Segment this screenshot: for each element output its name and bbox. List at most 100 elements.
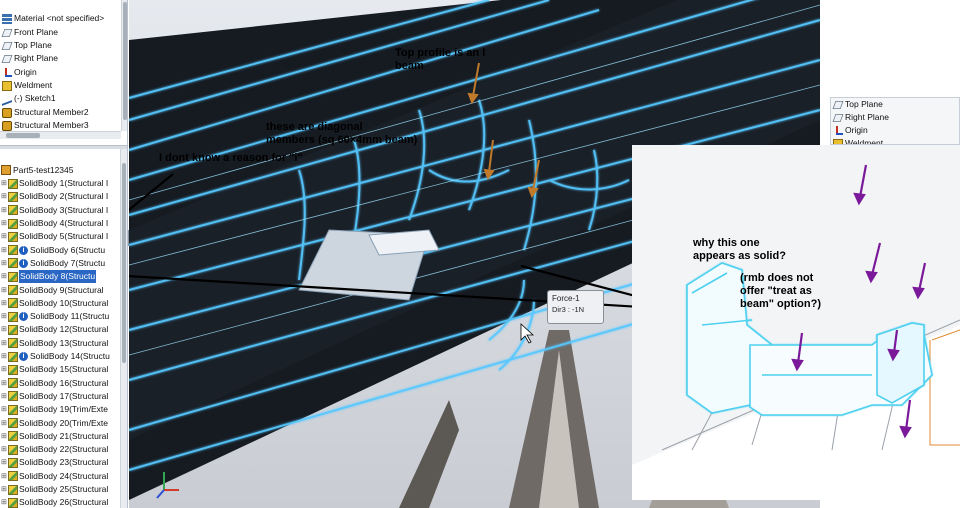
tree-row-solid-body[interactable]: ⊞SolidBody 26(Structural — [0, 496, 121, 508]
force-callout[interactable]: Force-1 Dir3 : -1N — [547, 290, 604, 324]
tree-top-vertical-scrollbar[interactable] — [121, 0, 127, 131]
tree-row-solid-body[interactable]: ⊞SolidBody 4(Structural I — [0, 217, 121, 230]
mini-tree-item-origin[interactable]: Origin — [833, 124, 868, 137]
expand-icon[interactable]: ⊞ — [1, 259, 7, 267]
mouse-cursor-icon — [520, 323, 535, 344]
tree-row-solid-body[interactable]: ⊞SolidBody 5(Structural I — [0, 230, 121, 243]
expand-icon[interactable]: ⊞ — [1, 499, 7, 507]
tree-item-top-plane[interactable]: Top Plane — [1, 39, 52, 52]
tree-row-solid-body[interactable]: ⊞SolidBody 22(Structural — [0, 443, 121, 456]
tree-item-label: Origin — [14, 67, 37, 77]
expand-icon[interactable]: ⊞ — [1, 313, 7, 321]
expand-icon[interactable]: ⊞ — [1, 419, 7, 427]
tree-row-solid-body[interactable]: ⊞SolidBody 3(Structural I — [0, 204, 121, 217]
expand-icon[interactable]: ⊞ — [1, 233, 7, 241]
annotation-line: appears as solid? — [693, 250, 786, 262]
force-callout-direction: Dir3 : -1N — [552, 305, 585, 314]
expand-icon[interactable]: ⊞ — [1, 339, 7, 347]
expand-icon[interactable]: ⊞ — [1, 246, 7, 254]
solid-body-icon — [8, 444, 18, 455]
tree-item-label: Weldment — [14, 80, 53, 90]
tree-row-solid-body[interactable]: ⊞SolidBody 21(Structural — [0, 430, 121, 443]
solid-body-icon — [8, 271, 18, 282]
solid-body-icon — [8, 258, 18, 269]
expand-icon[interactable]: ⊞ — [1, 472, 7, 480]
part-icon — [1, 165, 11, 175]
expand-icon[interactable]: ⊞ — [1, 353, 7, 361]
tree-item-label: (-) Sketch1 — [14, 93, 56, 103]
tree-row-solid-body[interactable]: ⊞SolidBody 23(Structural — [0, 456, 121, 469]
expand-icon[interactable]: ⊞ — [1, 326, 7, 334]
tree-row-solid-body[interactable]: ⊞SolidBody 24(Structural — [0, 470, 121, 483]
scrollbar-thumb[interactable] — [122, 163, 126, 363]
expand-icon[interactable]: ⊞ — [1, 220, 7, 228]
tree-row-solid-body[interactable]: ⊞ SolidBody 13(Structural — [0, 337, 121, 350]
tree-row-label: SolidBody 13(Structural — [19, 337, 109, 348]
annotation-unknown-i: I dont know a reason for "i" — [159, 152, 303, 165]
tree-top-horizontal-scrollbar[interactable] — [0, 131, 121, 139]
expand-icon[interactable]: ⊞ — [1, 180, 7, 188]
tree-item-weldment[interactable]: Weldment — [2, 79, 52, 92]
tree-row-label: SolidBody 2(Structural I — [19, 191, 109, 202]
annotation-diagonal-members: these are diagonal members (sq 60×4mm be… — [266, 121, 417, 147]
tree-item-label: Origin — [845, 125, 868, 135]
tree-row-label: SolidBody 8(Structu — [19, 270, 97, 284]
tree-row-solid-body[interactable]: ⊞SolidBody 12(Structural — [0, 323, 121, 336]
expand-icon[interactable]: ⊞ — [1, 206, 7, 214]
tree-row-label: SolidBody 7(Structu — [30, 257, 106, 268]
annotation-line: these are diagonal — [266, 121, 363, 133]
tree-row-solid-body[interactable]: ⊞SolidBody 15(Structural — [0, 363, 121, 376]
plane-icon — [1, 41, 13, 50]
tree-item-right-plane[interactable]: Right Plane — [1, 52, 58, 65]
expand-icon[interactable]: ⊞ — [1, 193, 7, 201]
expand-icon[interactable]: ⊞ — [1, 273, 7, 281]
tree-row-solid-body[interactable]: ⊞SolidBody 16(Structural — [0, 377, 121, 390]
annotation-line: (rmb does not — [740, 272, 814, 284]
material-icon — [2, 13, 12, 24]
expand-icon[interactable]: ⊞ — [1, 432, 7, 440]
tree-row-solid-body[interactable]: ⊞ SolidBody 2(Structural I — [0, 190, 121, 203]
tree-row-solid-body[interactable]: ⊞SolidBody 20(Trim/Exte — [0, 416, 121, 429]
tree-row-solid-body[interactable]: ⊞SolidBody 9(Structural — [0, 283, 121, 296]
tree-row-label: SolidBody 11(Structu — [30, 311, 110, 322]
tree-panel-divider[interactable] — [0, 145, 127, 149]
tree-item-structural-member3[interactable]: Structural Member3 — [2, 119, 89, 132]
mini-tree-item-right-plane[interactable]: Right Plane — [832, 111, 889, 124]
tree-bottom-vertical-scrollbar[interactable] — [120, 149, 127, 508]
tree-row-solid-body[interactable]: ⊞SolidBody 25(Structural — [0, 483, 121, 496]
expand-icon[interactable]: ⊞ — [1, 486, 7, 494]
expand-icon[interactable]: ⊞ — [1, 406, 7, 414]
scrollbar-thumb[interactable] — [6, 133, 40, 138]
mini-tree-item-top-plane[interactable]: Top Plane — [832, 98, 883, 111]
annotation-line: beam" option?) — [740, 298, 821, 310]
info-icon: i — [19, 245, 28, 255]
expand-icon[interactable]: ⊞ — [1, 286, 7, 294]
tree-item-structural-member2[interactable]: Structural Member2 — [2, 106, 89, 119]
tree-item-sketch1[interactable]: (-) Sketch1 — [2, 91, 56, 106]
expand-icon[interactable]: ⊞ — [1, 392, 7, 400]
tree-row-solid-body[interactable]: ⊞SolidBody 10(Structural — [0, 297, 121, 310]
tree-row-solid-body[interactable]: ⊞ SolidBody 8(Structu — [0, 270, 121, 284]
tree-root-part[interactable]: Part5-test12345 — [0, 164, 73, 176]
expand-icon[interactable]: ⊞ — [1, 366, 7, 374]
feature-manager-tree: Material <not specified> Front Plane Top… — [0, 0, 128, 508]
tree-item-material[interactable]: Material <not specified> — [2, 12, 104, 25]
expand-icon[interactable]: ⊞ — [1, 446, 7, 454]
solid-body-icon — [8, 205, 18, 216]
tree-row-solid-body[interactable]: ⊞SolidBody 17(Structural — [0, 390, 121, 403]
tree-item-front-plane[interactable]: Front Plane — [1, 26, 58, 39]
mini-tree-item-weldment[interactable]: Weldment — [833, 137, 883, 144]
annotation-line: offer "treat as — [740, 285, 812, 297]
expand-icon[interactable]: ⊞ — [1, 299, 7, 307]
info-icon: i — [19, 258, 28, 268]
tree-row-solid-body[interactable]: ⊞SolidBody 19(Trim/Exte — [0, 403, 121, 416]
expand-icon[interactable]: ⊞ — [1, 379, 7, 387]
tree-row-solid-body[interactable]: ⊞SolidBody 1(Structural I — [0, 177, 121, 190]
tree-item-origin[interactable]: Origin — [2, 66, 37, 79]
expand-icon[interactable]: ⊞ — [1, 459, 7, 467]
scrollbar-thumb[interactable] — [123, 2, 127, 120]
